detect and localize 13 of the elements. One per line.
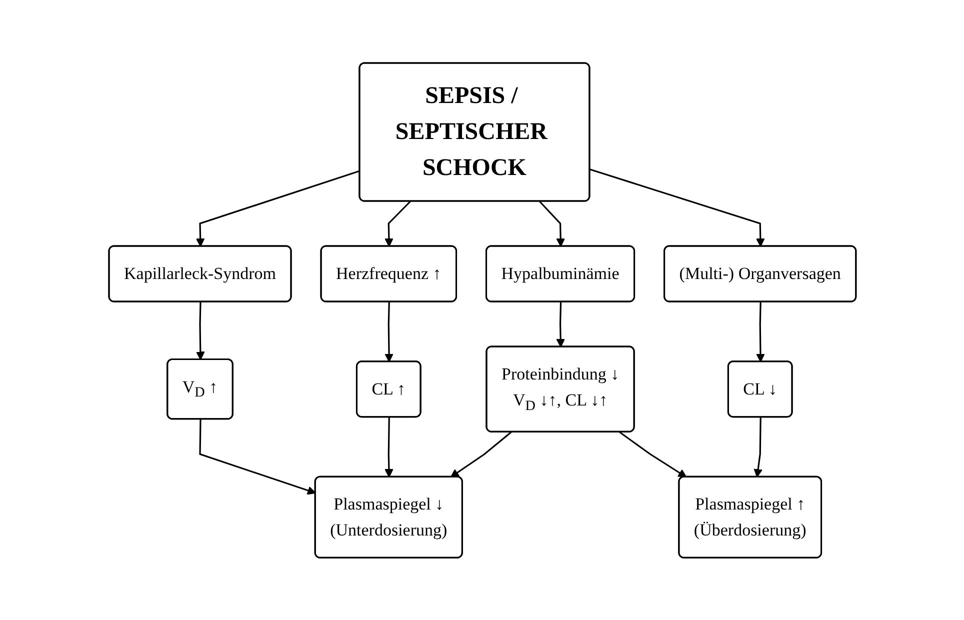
arrow bbox=[384, 416, 393, 478]
arrow bbox=[198, 419, 316, 494]
arrow bbox=[195, 170, 360, 247]
arrow bbox=[589, 168, 764, 247]
arrow bbox=[753, 416, 762, 478]
arrow bbox=[756, 302, 764, 362]
arrow bbox=[196, 302, 204, 360]
arrow bbox=[538, 200, 565, 247]
arrow bbox=[384, 302, 393, 362]
arrow bbox=[556, 302, 565, 348]
arrow bbox=[618, 431, 686, 478]
arrow bbox=[384, 200, 410, 247]
arrow bbox=[450, 431, 512, 478]
